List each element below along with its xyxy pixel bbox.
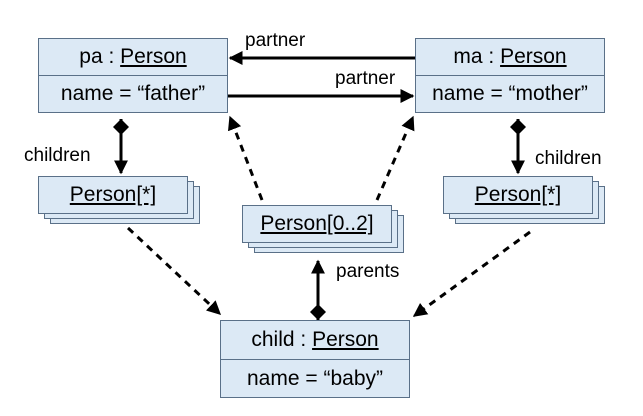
parents-collection-label: Person[0..2] — [260, 212, 374, 235]
object-pa[interactable]: pa : Person name = “father” — [38, 38, 228, 113]
object-ma-attribute-row: name = “mother” — [416, 75, 604, 112]
dashed-link-parents-to-ma — [375, 115, 415, 201]
partner-label-top: partner — [245, 30, 306, 51]
object-child-attribute-row: name = “baby” — [221, 359, 409, 397]
object-ma[interactable]: ma : Person name = “mother” — [415, 38, 605, 113]
partner-label-bottom: partner — [335, 68, 396, 89]
object-ma-name: ma — [453, 45, 483, 68]
parents-collection-row: Person[0..2] — [243, 206, 391, 242]
object-pa-attribute: name = “father” — [60, 82, 206, 105]
object-ma-attribute: name = “mother” — [432, 82, 588, 105]
ma-children-collection-label: Person[*] — [474, 183, 562, 206]
object-child-attribute: name = “baby” — [247, 366, 383, 390]
dashed-link-ma-children-to-child — [412, 230, 531, 318]
object-ma-header: ma : Person — [453, 45, 567, 68]
object-pa-attribute-row: name = “father” — [39, 75, 227, 112]
object-child-header: child : Person — [251, 328, 379, 351]
object-pa-type: Person — [120, 45, 187, 68]
parents-collection[interactable]: Person[0..2] — [242, 205, 392, 243]
pa-children-collection[interactable]: Person[*] — [38, 176, 188, 214]
dashed-link-parents-to-pa — [228, 115, 264, 201]
object-child-name: child — [251, 328, 295, 351]
object-pa-header: pa : Person — [79, 45, 187, 68]
parents-label: parents — [336, 261, 400, 282]
children-label-left: children — [24, 145, 91, 166]
pa-children-collection-label: Person[*] — [69, 183, 157, 206]
pa-children-collection-row: Person[*] — [39, 177, 187, 213]
children-label-right: children — [535, 148, 602, 169]
ma-children-collection[interactable]: Person[*] — [443, 176, 593, 214]
dashed-link-pa-children-to-child — [126, 226, 222, 316]
object-child-type: Person — [312, 328, 379, 351]
ma-children-collection-row: Person[*] — [444, 177, 592, 213]
object-pa-name: pa — [79, 45, 103, 68]
object-ma-type: Person — [500, 45, 567, 68]
object-child[interactable]: child : Person name = “baby” — [220, 320, 410, 398]
